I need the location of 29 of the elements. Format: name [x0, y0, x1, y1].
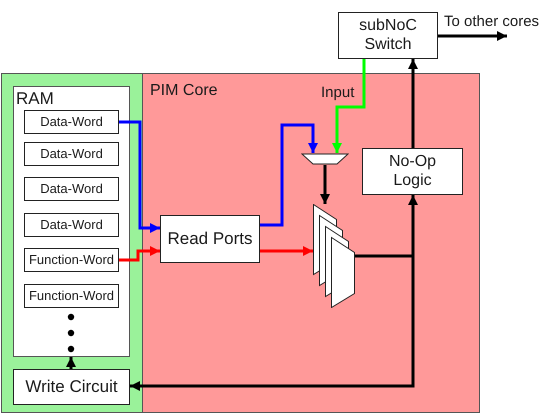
arrow	[260, 246, 313, 256]
edge-label: Input	[321, 85, 354, 100]
arrow	[332, 59, 366, 153]
arrow	[119, 246, 160, 262]
memory-word-box: Data-Word	[24, 213, 119, 237]
panel-title: PIM Core	[150, 83, 218, 99]
memory-word-box: Data-Word	[24, 110, 119, 134]
block-title: RAM	[16, 90, 54, 107]
arrow	[408, 59, 418, 148]
process-box: subNoC Switch	[338, 12, 438, 59]
edge-label: To other cores	[444, 14, 540, 29]
multiplexer-symbol	[301, 153, 349, 165]
arrow	[66, 357, 76, 369]
arrow	[320, 165, 330, 204]
process-box: Read Ports	[160, 215, 260, 263]
process-box: No-Op Logic	[362, 148, 463, 195]
memory-word-box: Data-Word	[24, 177, 119, 201]
memory-word-box: Data-Word	[24, 142, 119, 166]
core-panel	[142, 73, 480, 413]
memory-word-box: Function-Word	[24, 248, 119, 272]
arrow	[119, 120, 160, 233]
trapezoid-stack-drawing	[313, 204, 355, 308]
arrow	[438, 31, 507, 41]
memory-word-box: Function-Word	[24, 284, 119, 308]
memory-region-panel	[1, 73, 143, 413]
memory-block	[13, 86, 130, 357]
arrow	[260, 124, 318, 226]
arrow	[130, 254, 414, 391]
process-box: Write Circuit	[13, 369, 130, 405]
